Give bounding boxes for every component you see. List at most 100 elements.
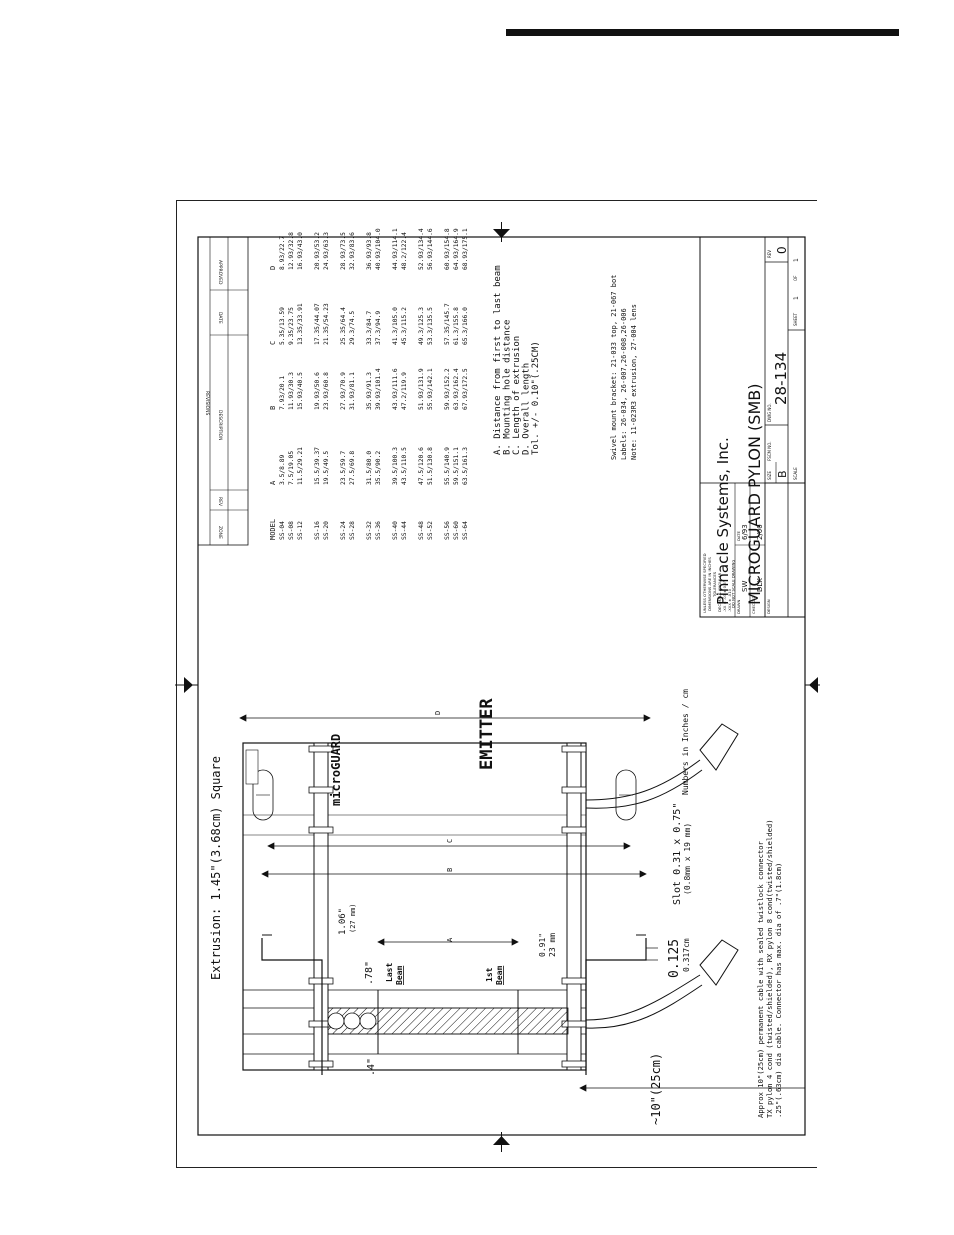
table-cell: 45.3/115.2 bbox=[401, 307, 408, 345]
legend-item: A. Distance from first to last beam bbox=[493, 265, 503, 455]
drawn-date: 6/93 bbox=[741, 524, 749, 540]
table-cell: 44.93/114.1 bbox=[392, 228, 399, 270]
table-row-model: SS-40 bbox=[392, 521, 399, 540]
extrusion-outline bbox=[242, 742, 587, 1071]
table-cell: 12.93/32.8 bbox=[288, 232, 295, 270]
fscm-label: FSCM NO. bbox=[767, 441, 772, 461]
table-cell: 41.3/105.0 bbox=[392, 307, 399, 345]
table-row-model: SS-56 bbox=[444, 521, 451, 540]
table-cell: 56.93/144.6 bbox=[427, 228, 434, 270]
table-row-model: SS-28 bbox=[349, 521, 356, 540]
table-cell: 61.3/155.8 bbox=[453, 307, 460, 345]
dim-cable-length: ~10"(25cm) bbox=[649, 1053, 663, 1125]
dwg-no-label: DWG NO. bbox=[767, 403, 772, 422]
table-cell: 51.5/130.8 bbox=[427, 447, 434, 485]
connector-receiver bbox=[699, 939, 739, 986]
company-name: Pinnacle Systems, Inc. bbox=[714, 437, 732, 605]
note-item: Note: 11-023R3 extrusion, 27-004 lens bbox=[630, 304, 638, 460]
cable-note: TX pylon 4 cond (twisted/shielded), RX p… bbox=[765, 819, 774, 1118]
revisions-date-header: DATE bbox=[217, 312, 223, 324]
table-row-model: SS-60 bbox=[453, 521, 460, 540]
legend-item: B. Mounting hole distance bbox=[503, 320, 513, 455]
table-header-a: A bbox=[269, 480, 277, 485]
cable-note: Approx 10"(25cm) permanent cable with se… bbox=[756, 840, 765, 1118]
dim-106-mm: (27 mm) bbox=[349, 903, 357, 933]
checked-value: DLK bbox=[756, 578, 764, 592]
rev-value: 0 bbox=[775, 246, 789, 254]
cable-emitter bbox=[585, 759, 701, 801]
cable-note: .25"(.63cm) dia cable. Connector has max… bbox=[774, 863, 783, 1118]
last-beam-label-2: Beam bbox=[395, 966, 404, 985]
first-beam-label-2: Beam bbox=[495, 966, 504, 985]
sheet-value: 1 bbox=[793, 296, 800, 300]
table-cell: 19.5/49.5 bbox=[323, 451, 330, 485]
design-label: DESIGN bbox=[766, 599, 771, 614]
last-beam-label-1: Last bbox=[385, 963, 394, 982]
table-cell: 15.5/39.37 bbox=[314, 447, 321, 485]
dim-106: 1.06" bbox=[338, 908, 348, 935]
dim-0125-cm: 0.317cm bbox=[682, 938, 691, 972]
table-cell: 7.93/20.1 bbox=[279, 376, 286, 410]
table-cell: 24.93/63.3 bbox=[323, 232, 330, 270]
dim-b-label: B bbox=[446, 868, 454, 872]
frame-border-top bbox=[176, 200, 817, 201]
table-cell: 17.35/44.07 bbox=[314, 303, 321, 345]
brand-label: microGUARD bbox=[329, 734, 343, 806]
table-cell: 43.93/111.6 bbox=[392, 368, 399, 410]
dim-091-mm: 23 mm bbox=[548, 933, 557, 957]
drawing-border bbox=[197, 236, 806, 1136]
table-cell: 7.5/19.05 bbox=[288, 451, 295, 485]
rev-label: REV bbox=[767, 250, 772, 258]
size-label: SIZE bbox=[767, 471, 772, 480]
table-cell: 19.93/50.6 bbox=[314, 372, 321, 410]
table-cell: 63.5/161.3 bbox=[462, 447, 469, 485]
dim-078: .78" bbox=[364, 961, 375, 985]
table-cell: 15.93/40.5 bbox=[297, 372, 304, 410]
table-cell: 29.3/74.5 bbox=[349, 311, 356, 345]
dimension-lines bbox=[239, 714, 805, 1092]
table-cell: 11.93/30.3 bbox=[288, 372, 295, 410]
table-cell: 55.5/140.9 bbox=[444, 447, 451, 485]
table-cell: 23.93/60.8 bbox=[323, 372, 330, 410]
slot-top bbox=[252, 769, 274, 821]
table-cell: 64.93/164.9 bbox=[453, 228, 460, 270]
table-cell: 31.5/80.0 bbox=[366, 451, 373, 485]
revisions-zone-header: ZONE bbox=[217, 526, 223, 539]
table-cell: 33.3/84.7 bbox=[366, 311, 373, 345]
table-cell: 16.93/43.0 bbox=[297, 232, 304, 270]
table-cell: 20.93/53.2 bbox=[314, 232, 321, 270]
table-cell: 39.5/100.3 bbox=[392, 447, 399, 485]
table-cell: 11.5/29.21 bbox=[297, 447, 304, 485]
scale-label: SCALE bbox=[793, 467, 798, 480]
table-cell: 63.93/162.4 bbox=[453, 368, 460, 410]
table-header-b: B bbox=[269, 406, 277, 410]
header-rule bbox=[506, 29, 899, 36]
table-cell: 68.93/175.1 bbox=[462, 228, 469, 270]
table-cell: 37.3/94.9 bbox=[375, 311, 382, 345]
slot-dimension-1: Slot 0.31 x 0.75" bbox=[672, 803, 683, 905]
title-block-approvals: UNLESS OTHERWISE SPECIFIED DIMENSIONS AR… bbox=[699, 482, 806, 618]
emitter-label: EMITTER bbox=[477, 698, 497, 770]
tolerance-line-6: .XXX ± .010 bbox=[727, 588, 732, 612]
table-row-model: SS-24 bbox=[340, 521, 347, 540]
pylon-drawing bbox=[242, 723, 739, 1075]
title-block: Pinnacle Systems, Inc. MICROGUARD PYLON … bbox=[699, 236, 806, 618]
legend-item: C. Length of extrusion bbox=[512, 336, 522, 455]
frame-border-bottom bbox=[176, 1167, 817, 1168]
revisions-title: REVISIONS bbox=[204, 391, 210, 415]
table-cell: 57.35/145.7 bbox=[444, 303, 451, 345]
table-cell: 52.93/134.4 bbox=[418, 228, 425, 270]
table-cell: 67.93/172.5 bbox=[462, 368, 469, 410]
dim-0125: 0.125 bbox=[667, 939, 682, 978]
end-cap-bottom bbox=[566, 742, 582, 1071]
revisions-block: REVISIONS ZONE REV DESCRIPTION DATE APPR… bbox=[197, 236, 249, 546]
part-notes: Swivel mount bracket: 21-033 top, 21-067… bbox=[610, 275, 638, 460]
table-header-model: MODEL bbox=[269, 519, 277, 540]
of-label: OF bbox=[793, 275, 798, 281]
dim-d-label: D bbox=[434, 711, 442, 715]
table-cell: 9.35/23.75 bbox=[288, 307, 295, 345]
table-row-model: SS-08 bbox=[288, 521, 295, 540]
size-value: B bbox=[776, 470, 789, 478]
